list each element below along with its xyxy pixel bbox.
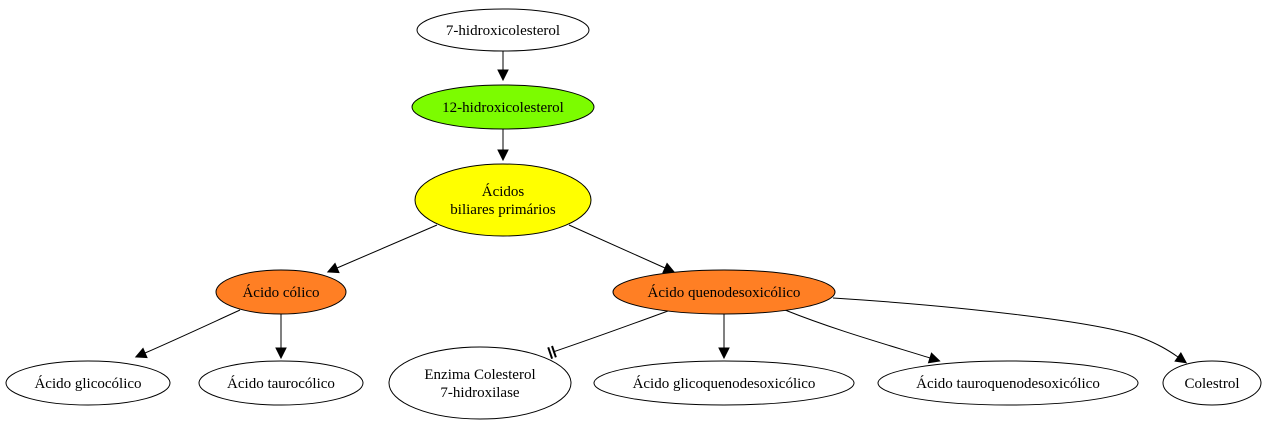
edge-n7-to-n12 bbox=[497, 51, 509, 82]
node-enzima: Enzima Colesterol 7-hidroxilase bbox=[388, 346, 572, 420]
node-glicoqueno: Ácido glicoquenodesoxicólico bbox=[593, 360, 855, 406]
node-label: biliares primários bbox=[450, 202, 556, 218]
edge-queno-to-tauroqueno bbox=[784, 309, 941, 364]
edges-layer bbox=[134, 51, 1188, 364]
edge-acidos-to-queno bbox=[568, 224, 676, 274]
node-ellipse bbox=[593, 360, 855, 406]
node-ellipse bbox=[215, 269, 347, 315]
node-taurocolico: Ácido taurocólico bbox=[198, 360, 364, 406]
arrowhead bbox=[1174, 351, 1188, 364]
node-label: Enzima Colesterol bbox=[424, 367, 535, 383]
edge-colico-to-glicocolico bbox=[134, 309, 241, 359]
node-label: Ácido tauroquenodesoxicólico bbox=[916, 375, 1100, 392]
node-label: 7-hidroxicolesterol bbox=[446, 23, 560, 39]
edge-colico-to-taurocolico bbox=[275, 314, 287, 360]
edge-queno-to-colestrol bbox=[832, 297, 1188, 364]
node-label: Ácido taurocólico bbox=[227, 375, 335, 392]
node-label: Ácido glicocólico bbox=[34, 375, 141, 392]
node-colico: Ácido cólico bbox=[215, 269, 347, 315]
node-ellipse bbox=[198, 360, 364, 406]
node-n12: 12-hidroxicolesterol bbox=[411, 84, 595, 130]
node-label: 7-hidroxilase bbox=[440, 385, 519, 401]
edge-queno-to-enzima bbox=[547, 310, 669, 359]
node-ellipse bbox=[411, 84, 595, 130]
node-glicocolico: Ácido glicocólico bbox=[5, 360, 171, 406]
arrowhead bbox=[134, 347, 148, 359]
node-ellipse bbox=[5, 360, 171, 406]
edge-n12-to-acidos bbox=[497, 129, 509, 162]
edge-acidos-to-colico bbox=[326, 224, 438, 274]
arrowhead bbox=[497, 69, 509, 82]
arrowhead bbox=[275, 347, 287, 360]
edge-line bbox=[144, 309, 241, 354]
arrowhead bbox=[718, 347, 730, 360]
node-label: Ácido quenodesoxicólico bbox=[648, 284, 801, 301]
edge-line bbox=[784, 309, 931, 359]
node-ellipse bbox=[416, 8, 590, 52]
node-acidos: Ácidos biliares primários bbox=[414, 163, 592, 237]
arrowhead bbox=[927, 352, 941, 364]
arrowhead bbox=[662, 262, 676, 274]
nodes-layer: 7-hidroxicolesterol 12-hidroxicolesterolÁ… bbox=[5, 8, 1262, 420]
edge-line bbox=[336, 224, 438, 269]
arrowhead bbox=[497, 149, 509, 162]
node-label: Ácidos bbox=[482, 183, 525, 200]
node-queno: Ácido quenodesoxicólico bbox=[612, 269, 836, 315]
node-ellipse bbox=[877, 360, 1139, 406]
node-ellipse bbox=[414, 163, 592, 237]
node-label: Ácido glicoquenodesoxicólico bbox=[633, 375, 816, 392]
node-colestrol: Colestrol bbox=[1162, 360, 1262, 406]
arrowhead bbox=[326, 262, 340, 274]
inhibition-tee bbox=[547, 345, 557, 359]
node-label: 12-hidroxicolesterol bbox=[442, 100, 564, 116]
node-label: Ácido cólico bbox=[242, 284, 319, 301]
node-label: Colestrol bbox=[1185, 376, 1240, 392]
edge-line bbox=[568, 224, 666, 269]
node-ellipse bbox=[1162, 360, 1262, 406]
edge-line bbox=[832, 297, 1179, 358]
node-tauroqueno: Ácido tauroquenodesoxicólico bbox=[877, 360, 1139, 406]
edge-line bbox=[552, 310, 669, 353]
node-n7: 7-hidroxicolesterol bbox=[416, 8, 590, 52]
node-ellipse bbox=[388, 346, 572, 420]
node-ellipse bbox=[612, 269, 836, 315]
edge-queno-to-glicoqueno bbox=[718, 314, 730, 360]
